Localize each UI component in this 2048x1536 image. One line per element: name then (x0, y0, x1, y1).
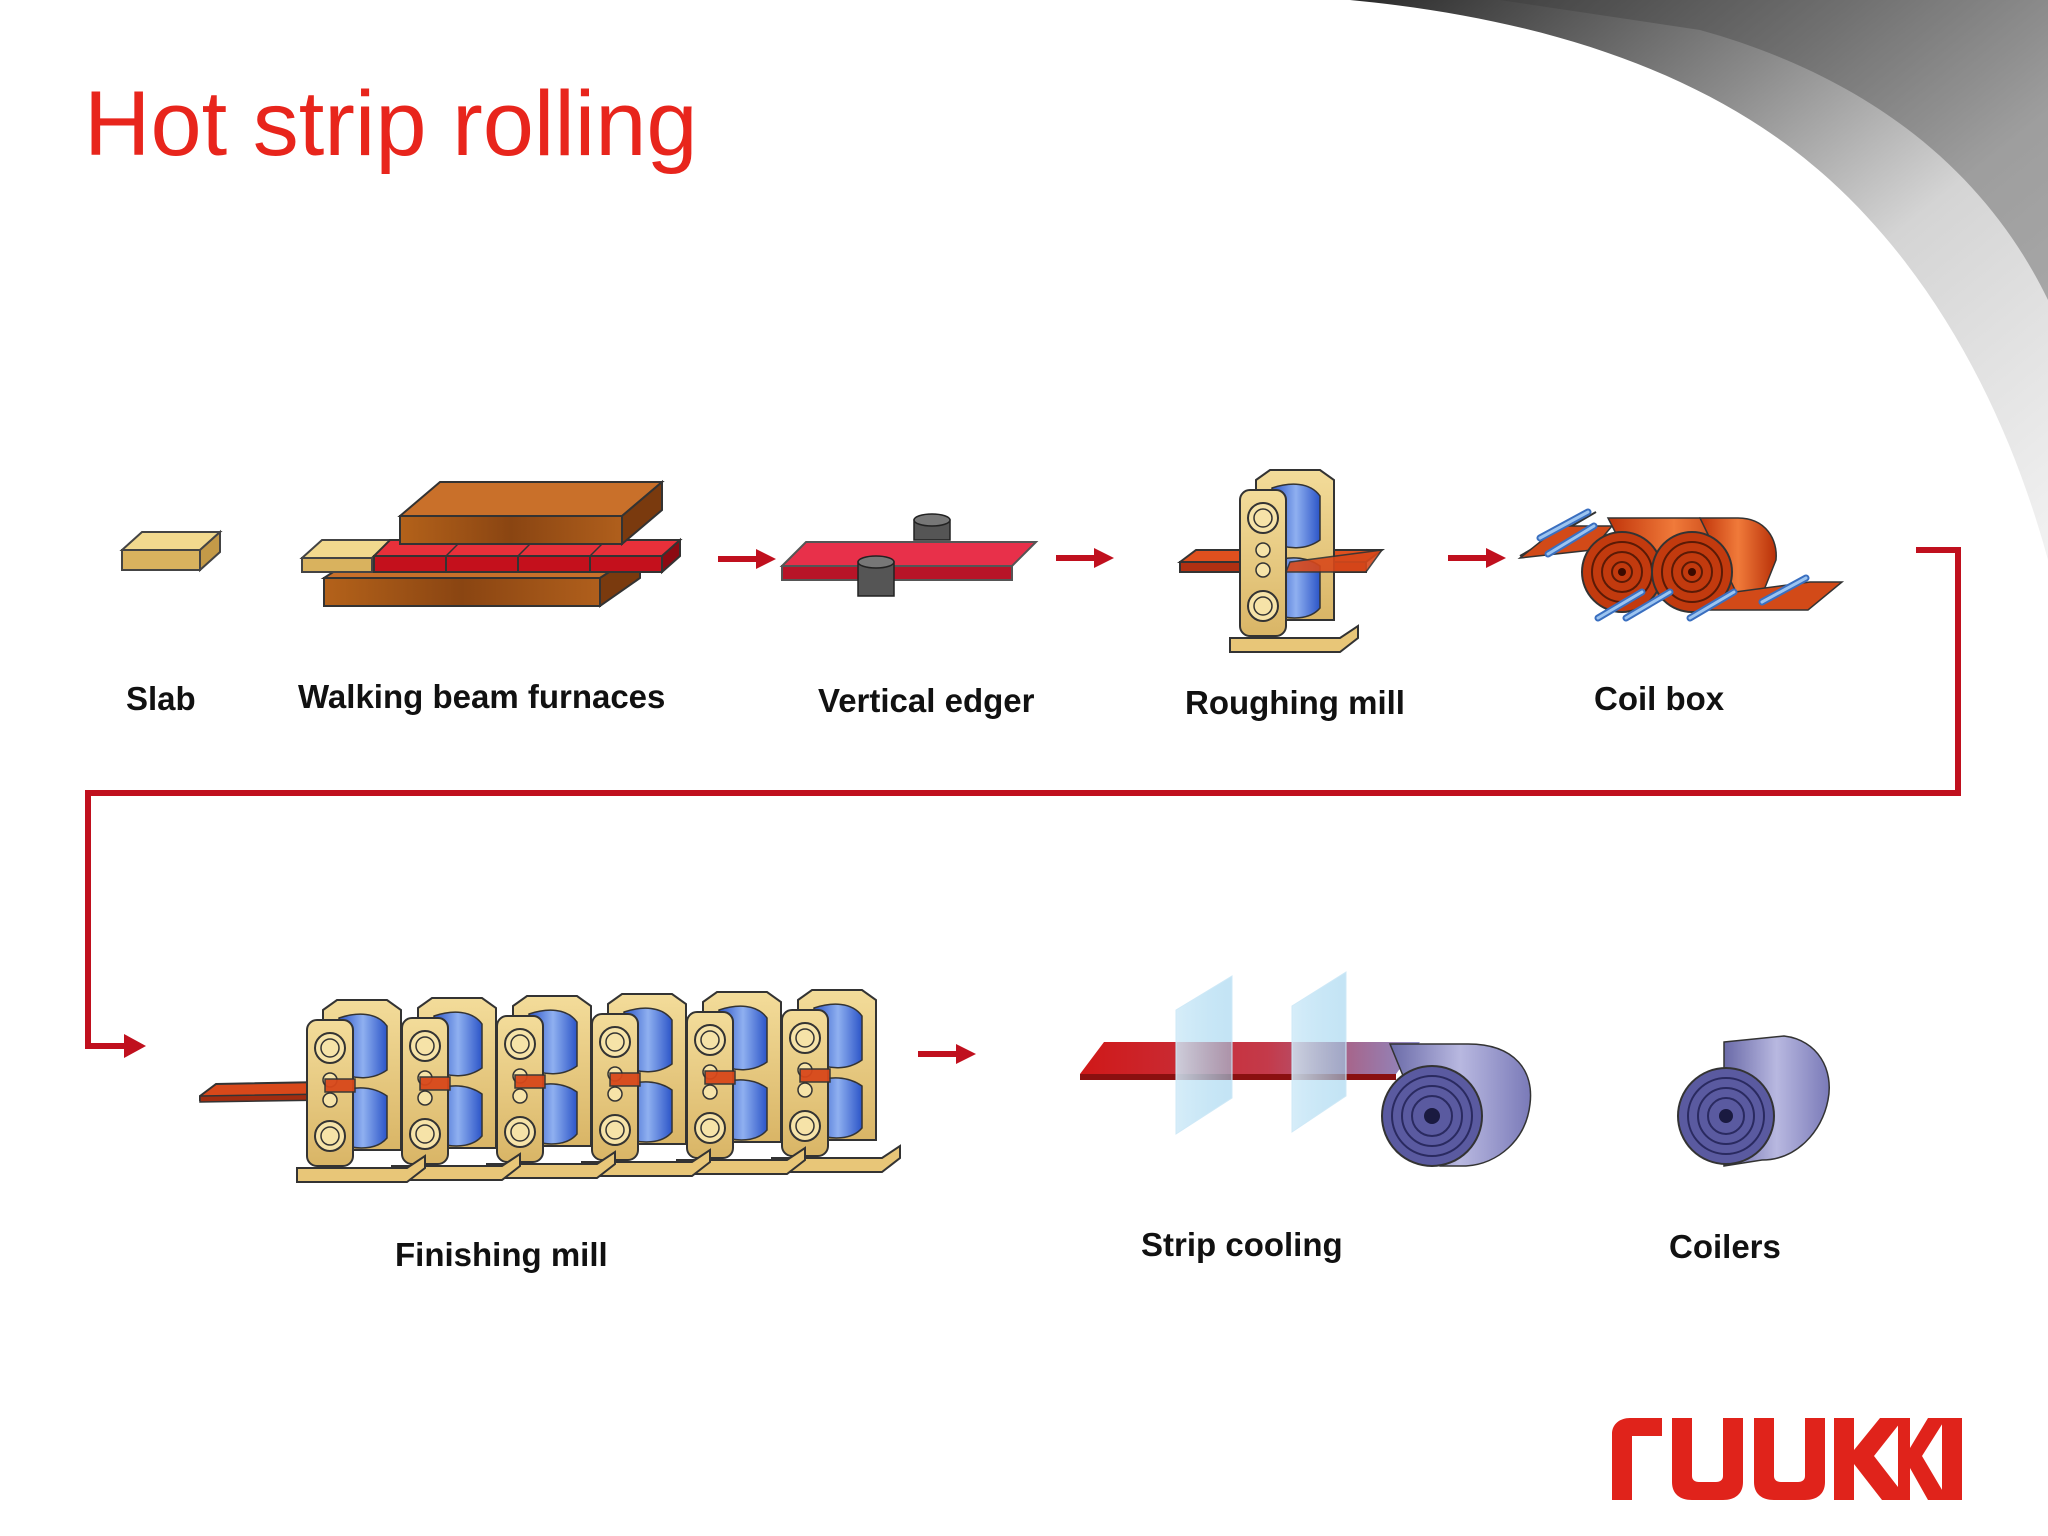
arrow-icon (718, 549, 776, 569)
label-strip-cooling: Strip cooling (1141, 1226, 1343, 1263)
label-walking-beam-furnaces: Walking beam furnaces (298, 678, 666, 715)
coiler-icon (1677, 1035, 1830, 1167)
arrow-icon (1056, 548, 1114, 568)
strip-cooling-icon (1080, 971, 1532, 1167)
label-finishing-mill: Finishing mill (395, 1236, 608, 1273)
edger-icon (779, 513, 1039, 597)
page-title: Hot strip rolling (84, 73, 698, 175)
label-coilers: Coilers (1669, 1228, 1781, 1265)
slab-icon (119, 529, 223, 573)
flow-connector (85, 547, 1961, 1058)
furnace-icon (299, 479, 683, 608)
label-slab: Slab (126, 680, 196, 717)
roughing-mill-icon (1177, 469, 1385, 653)
label-vertical-edger: Vertical edger (818, 682, 1035, 719)
arrow-icon (918, 1044, 976, 1064)
arrow-icon (1448, 548, 1506, 568)
coil-box-icon (1517, 508, 1845, 622)
label-coil-box: Coil box (1594, 680, 1725, 717)
finishing-mill-icon (199, 989, 901, 1183)
label-roughing-mill: Roughing mill (1185, 684, 1405, 721)
ruukki-logo (1612, 1418, 1962, 1500)
